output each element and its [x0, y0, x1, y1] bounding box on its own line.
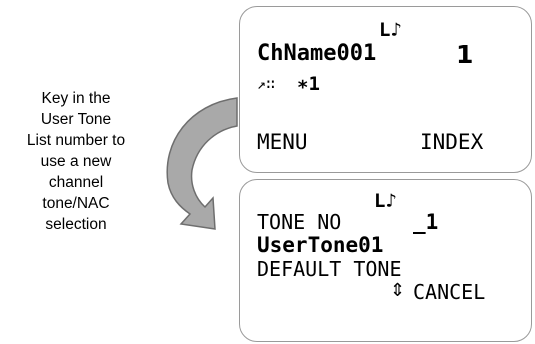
up-down-icon[interactable]: ⇕	[390, 280, 406, 301]
default-tone-label: DEFAULT TONE	[257, 257, 402, 281]
curved-arrow-shape	[166, 97, 238, 230]
channel-number: 1	[456, 40, 474, 69]
caption-line: User Tone	[40, 111, 112, 128]
caption-line: Key in the	[41, 90, 111, 107]
channel-name: ChName001	[257, 41, 377, 66]
lcd-screen-channel: L♪ ChName001 1 ↗∷ ∗1 MENU INDEX	[239, 6, 532, 173]
menu-softkey[interactable]: MENU	[257, 130, 308, 154]
caption-line: channel	[48, 174, 104, 191]
lcd-screen-tone: L♪ TONE NO _1 UserTone01 DEFAULT TONE ⇕ …	[239, 179, 532, 342]
caption-line: use a new	[40, 153, 112, 170]
status-icons: L♪	[379, 19, 402, 41]
tone-no-label: TONE NO	[257, 210, 342, 234]
tone-no-input[interactable]: _1	[413, 210, 439, 234]
user-tone-name: UserTone01	[257, 233, 384, 257]
caption-line: selection	[45, 216, 107, 233]
instruction-caption: Key in the User Tone List number to use …	[2, 88, 150, 235]
caption-line: List number to	[26, 132, 126, 149]
cancel-softkey[interactable]: CANCEL	[413, 280, 486, 304]
scan-icon: ↗∷	[257, 75, 276, 93]
priority-indicator: ∗1	[297, 73, 320, 95]
caption-line: tone/NAC	[42, 195, 110, 212]
status-icons: L♪	[374, 190, 397, 212]
index-softkey[interactable]: INDEX	[420, 130, 484, 154]
